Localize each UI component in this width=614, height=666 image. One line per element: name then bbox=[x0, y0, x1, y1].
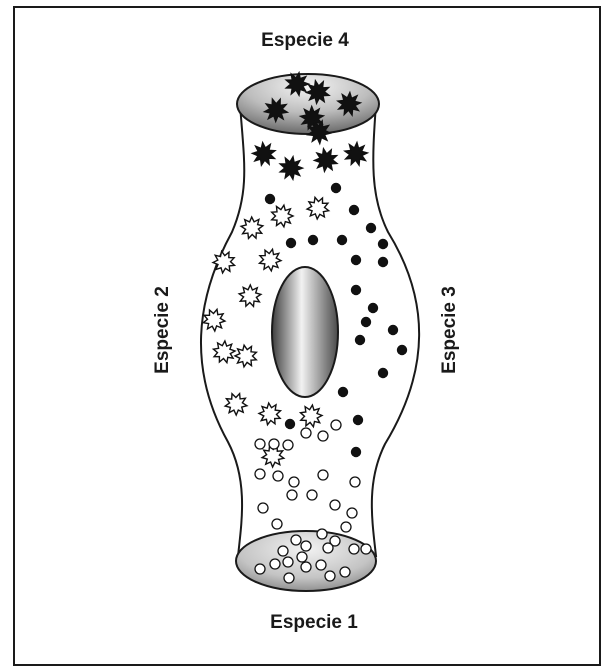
especie-1-particle bbox=[301, 562, 311, 572]
especie-1-particle bbox=[255, 469, 265, 479]
especie-3-particle bbox=[351, 285, 361, 295]
especie-1-particle bbox=[284, 573, 294, 583]
especie-1-particle bbox=[289, 477, 299, 487]
especie-1-particle bbox=[278, 546, 288, 556]
especie-3-particle bbox=[378, 239, 388, 249]
especie-1-particle bbox=[291, 535, 301, 545]
especie-3-particle bbox=[366, 223, 376, 233]
especie-1-particle bbox=[301, 428, 311, 438]
especie-1-particle bbox=[347, 508, 357, 518]
especie-1-particle bbox=[330, 500, 340, 510]
especie-1-particle bbox=[272, 519, 282, 529]
especie-3-particle bbox=[397, 345, 407, 355]
especie-1-particle bbox=[258, 503, 268, 513]
especie-1-particle bbox=[350, 477, 360, 487]
especie-3-particle bbox=[351, 447, 361, 457]
especie-1-particle bbox=[317, 529, 327, 539]
especie-3-particle bbox=[355, 335, 365, 345]
especie-1-particle bbox=[270, 559, 280, 569]
especie-3-particle bbox=[337, 235, 347, 245]
especie-1-particle bbox=[297, 552, 307, 562]
especie-3-particle bbox=[353, 415, 363, 425]
especie-1-particle bbox=[269, 439, 279, 449]
especie-1-particle bbox=[318, 431, 328, 441]
especie-1-particle bbox=[318, 470, 328, 480]
central-pore bbox=[272, 267, 338, 397]
especie-1-particle bbox=[301, 541, 311, 551]
bottom-opening bbox=[236, 531, 376, 591]
especie-3-particle bbox=[308, 235, 318, 245]
especie-3-particle bbox=[378, 257, 388, 267]
especie-1-particle bbox=[341, 522, 351, 532]
especie-1-particle bbox=[287, 490, 297, 500]
especie-3-particle bbox=[361, 317, 371, 327]
especie-1-particle bbox=[255, 564, 265, 574]
especie-3-particle bbox=[331, 183, 341, 193]
especie-1-particle bbox=[323, 543, 333, 553]
especie-1-particle bbox=[331, 420, 341, 430]
especie-3-particle bbox=[285, 419, 295, 429]
especie-3-particle bbox=[351, 255, 361, 265]
especie-1-particle bbox=[340, 567, 350, 577]
especie-1-particle bbox=[316, 560, 326, 570]
especie-1-particle bbox=[273, 471, 283, 481]
especie-3-particle bbox=[368, 303, 378, 313]
especie-1-particle bbox=[349, 544, 359, 554]
especie-3-particle bbox=[388, 325, 398, 335]
especie-3-particle bbox=[378, 368, 388, 378]
especie-1-particle bbox=[307, 490, 317, 500]
especie-3-particle bbox=[265, 194, 275, 204]
label-especie-2: Especie 2 bbox=[152, 286, 173, 374]
label-especie-3: Especie 3 bbox=[439, 286, 460, 374]
especie-1-particle bbox=[325, 571, 335, 581]
especie-1-particle bbox=[283, 557, 293, 567]
especie-1-particle bbox=[255, 439, 265, 449]
especie-3-particle bbox=[349, 205, 359, 215]
label-especie-4: Especie 4 bbox=[261, 30, 349, 51]
label-especie-1: Especie 1 bbox=[270, 612, 358, 633]
especie-3-particle bbox=[286, 238, 296, 248]
especie-1-particle bbox=[283, 440, 293, 450]
especie-3-particle bbox=[338, 387, 348, 397]
especie-1-particle bbox=[361, 544, 371, 554]
